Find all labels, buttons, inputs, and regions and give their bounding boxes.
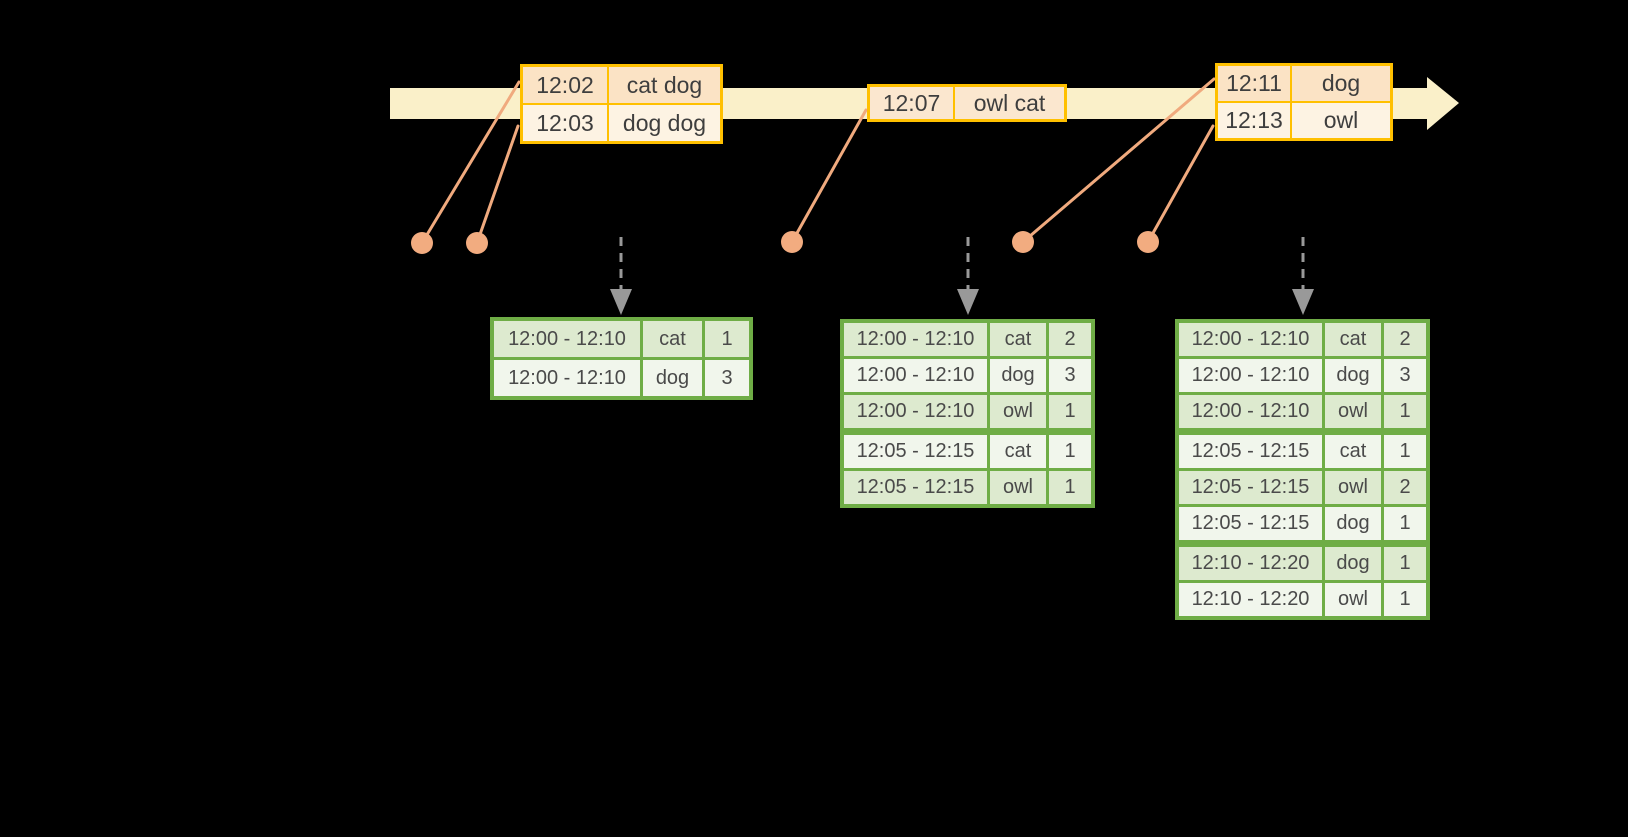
result-count-cell: 3 [705,360,749,396]
trigger-arrow [1292,237,1314,315]
down-arrow-icon [1292,289,1314,315]
event-connector-line [1146,124,1215,244]
event-words-cell: cat dog [609,67,720,103]
event-dot [781,231,803,253]
result-word-cell: cat [1325,435,1381,468]
result-window-cell: 12:00 - 12:10 [844,359,987,392]
result-count-cell: 1 [1384,507,1426,540]
result-window-cell: 12:05 - 12:15 [844,471,987,504]
result-word-cell: owl [1325,471,1381,504]
event-dot [466,232,488,254]
timeline-arrowhead-icon [1427,77,1459,130]
result-window-cell: 12:10 - 12:20 [1179,583,1322,616]
event-words-cell: owl [1292,103,1390,138]
event-words-cell: owl cat [955,87,1064,119]
result-window-cell: 12:00 - 12:10 [494,360,640,396]
result-window-cell: 12:05 - 12:15 [1179,435,1322,468]
event-time-cell: 12:11 [1218,66,1290,101]
event-words-cell: dog dog [609,105,720,141]
result-window-cell: 12:05 - 12:15 [1179,507,1322,540]
down-arrow-icon [610,289,632,315]
event-words-cell: dog [1292,66,1390,101]
result-word-cell: owl [990,471,1046,504]
result-word-cell: cat [1325,323,1381,356]
result-count-cell: 2 [1049,323,1091,356]
result-window-cell: 12:10 - 12:20 [1179,547,1322,580]
result-count-cell: 1 [1384,395,1426,428]
event-dot [411,232,433,254]
result-count-cell: 3 [1049,359,1091,392]
event-connector-line [475,124,520,245]
result-count-cell: 1 [1049,471,1091,504]
event-time-cell: 12:13 [1218,103,1290,138]
result-word-cell: dog [990,359,1046,392]
result-count-cell: 3 [1384,359,1426,392]
result-count-cell: 1 [1049,395,1091,428]
result-window-cell: 12:00 - 12:10 [1179,359,1322,392]
event-dot [1137,231,1159,253]
trigger-arrow [610,237,632,315]
result-window-cell: 12:05 - 12:15 [1179,471,1322,504]
event-time-cell: 12:02 [523,67,607,103]
result-count-cell: 1 [1384,583,1426,616]
event-connector-line [1021,77,1216,244]
result-window-cell: 12:05 - 12:15 [844,435,987,468]
event-time-cell: 12:07 [870,87,953,119]
event-connector-line [790,108,868,244]
result-word-cell: cat [990,323,1046,356]
result-word-cell: cat [990,435,1046,468]
result-count-cell: 1 [1384,435,1426,468]
result-word-cell: dog [1325,547,1381,580]
result-count-cell: 2 [1384,323,1426,356]
event-connector-line [420,80,521,245]
result-word-cell: cat [643,321,702,357]
result-window-cell: 12:00 - 12:10 [1179,323,1322,356]
result-count-cell: 1 [705,321,749,357]
result-count-cell: 1 [1384,547,1426,580]
event-dot [1012,231,1034,253]
result-count-cell: 1 [1049,435,1091,468]
result-word-cell: owl [1325,395,1381,428]
result-window-cell: 12:00 - 12:10 [844,395,987,428]
result-word-cell: dog [1325,507,1381,540]
result-count-cell: 2 [1384,471,1426,504]
result-window-cell: 12:00 - 12:10 [494,321,640,357]
result-word-cell: dog [643,360,702,396]
result-word-cell: dog [1325,359,1381,392]
result-window-cell: 12:00 - 12:10 [844,323,987,356]
event-time-cell: 12:03 [523,105,607,141]
trigger-arrow [957,237,979,315]
down-arrow-icon [957,289,979,315]
result-word-cell: owl [990,395,1046,428]
result-word-cell: owl [1325,583,1381,616]
result-window-cell: 12:00 - 12:10 [1179,395,1322,428]
